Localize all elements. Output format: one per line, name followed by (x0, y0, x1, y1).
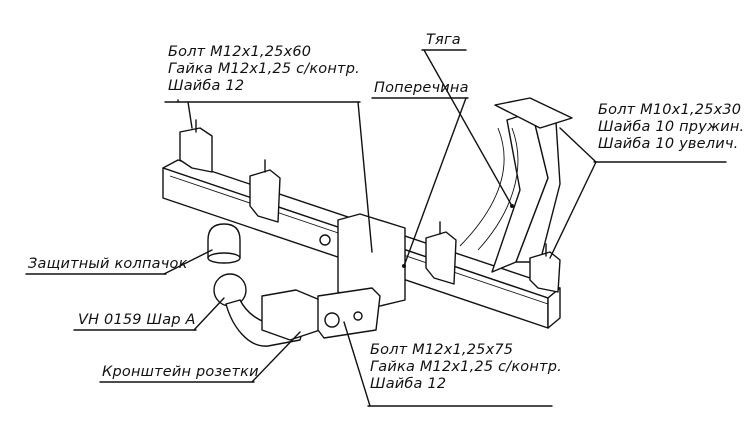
label-bolt-right-line2: Шайба 10 пружин. (598, 119, 745, 135)
label-bolt-top: Болт М12х1,25х60 Гайка М12х1,25 с/контр.… (168, 44, 360, 95)
label-bolt-top-line1: Болт М12х1,25х60 (168, 44, 312, 60)
label-bolt-right-line1: Болт М10х1,25х30 (598, 102, 742, 118)
protective-cap (207, 223, 241, 264)
hitch-plate (337, 213, 406, 307)
bolt-center-1 (319, 234, 331, 246)
label-bolt-bottom-line1: Болт М12х1,25х75 (370, 342, 514, 358)
label-bracket-text: Кронштейн розетки (102, 364, 259, 380)
label-ball-text: VH 0159 Шар А (78, 312, 196, 328)
label-crossbar-text: Поперечина (374, 80, 469, 96)
label-cap: Защитный колпачок (28, 256, 188, 273)
bracket-right (425, 221, 457, 285)
label-bracket: Кронштейн розетки (102, 364, 259, 381)
label-bolt-top-line3: Шайба 12 (168, 78, 245, 94)
rod (459, 97, 573, 273)
label-cap-text: Защитный колпачок (28, 256, 188, 272)
label-bolt-right-line3: Шайба 10 увелич. (598, 136, 739, 152)
label-rod: Тяга (426, 32, 461, 49)
label-bolt-top-line2: Гайка М12х1,25 с/контр. (168, 61, 360, 77)
label-bolt-right: Болт М10х1,25х30 Шайба 10 пружин. Шайба … (598, 102, 744, 153)
label-rod-text: Тяга (426, 32, 461, 48)
socket-bracket (261, 287, 381, 341)
bracket-far-right (529, 243, 561, 293)
label-ball: VH 0159 Шар А (78, 312, 196, 329)
leader-lines (25, 49, 727, 407)
label-bolt-bottom-line3: Шайба 12 (370, 376, 447, 392)
label-bolt-bottom: Болт М12х1,25х75 Гайка М12х1,25 с/контр.… (370, 342, 562, 393)
label-bolt-bottom-line2: Гайка М12х1,25 с/контр. (370, 359, 562, 375)
label-crossbar: Поперечина (374, 80, 469, 97)
bracket-mid (249, 159, 281, 223)
bracket-left (179, 119, 213, 173)
